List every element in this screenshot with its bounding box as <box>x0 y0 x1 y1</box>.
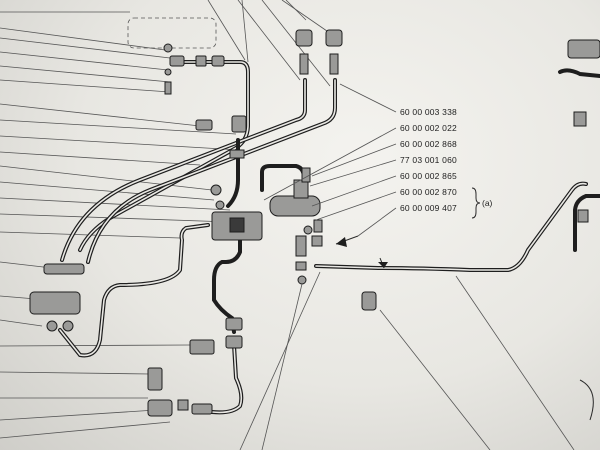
arrows <box>335 235 388 269</box>
brake-pipes <box>58 60 600 415</box>
part-number-1: 60 00 003 338 <box>400 107 457 117</box>
part-number-2: 60 00 002 022 <box>400 123 457 133</box>
left-leader-lines <box>0 11 241 439</box>
fittings <box>29 29 600 421</box>
part-number-list: 60 00 003 338 60 00 002 022 60 00 002 86… <box>400 107 493 219</box>
group-brace <box>471 187 481 219</box>
part-number-3: 60 00 002 868 <box>400 139 457 149</box>
part-number-6: 60 00 002 870 <box>400 187 457 197</box>
right-leader-lines <box>239 0 575 450</box>
part-number-5: 60 00 002 865 <box>400 171 457 181</box>
part-number-7: 60 00 009 407 <box>400 203 457 213</box>
part-number-4: 77 03 001 060 <box>400 155 457 165</box>
group-note: (a) <box>482 198 493 208</box>
